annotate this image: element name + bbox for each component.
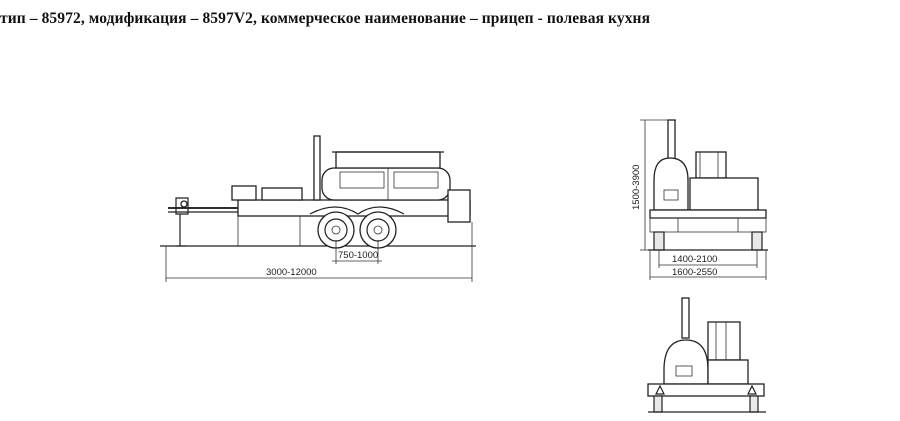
track-width-dimension: 1400-2100 (658, 250, 758, 268)
overall-length-label: 3000-12000 (266, 267, 317, 278)
overall-width-label: 1600-2550 (672, 267, 717, 278)
trailer-frame (237, 199, 471, 217)
overall-length-dimension: 3000-12000 (165, 222, 473, 282)
height-label: 1500-3900 (631, 165, 642, 210)
wheelbase-label: 750-1000 (338, 250, 378, 261)
kitchen-unit (321, 151, 451, 201)
rear-view: 1500-3900 1400-2100 (631, 119, 768, 280)
track-width-label: 1400-2100 (672, 254, 717, 265)
side-view: 750-1000 3000-12000 (160, 135, 476, 282)
front-view (647, 297, 766, 413)
wheelbase-dimension: 750-1000 (332, 240, 382, 264)
overall-width-dimension: 1600-2550 (649, 250, 767, 280)
chimney (313, 135, 321, 201)
hitch (168, 197, 238, 247)
document-title: тип – 85972, модификация – 8597V2, комме… (0, 10, 651, 27)
